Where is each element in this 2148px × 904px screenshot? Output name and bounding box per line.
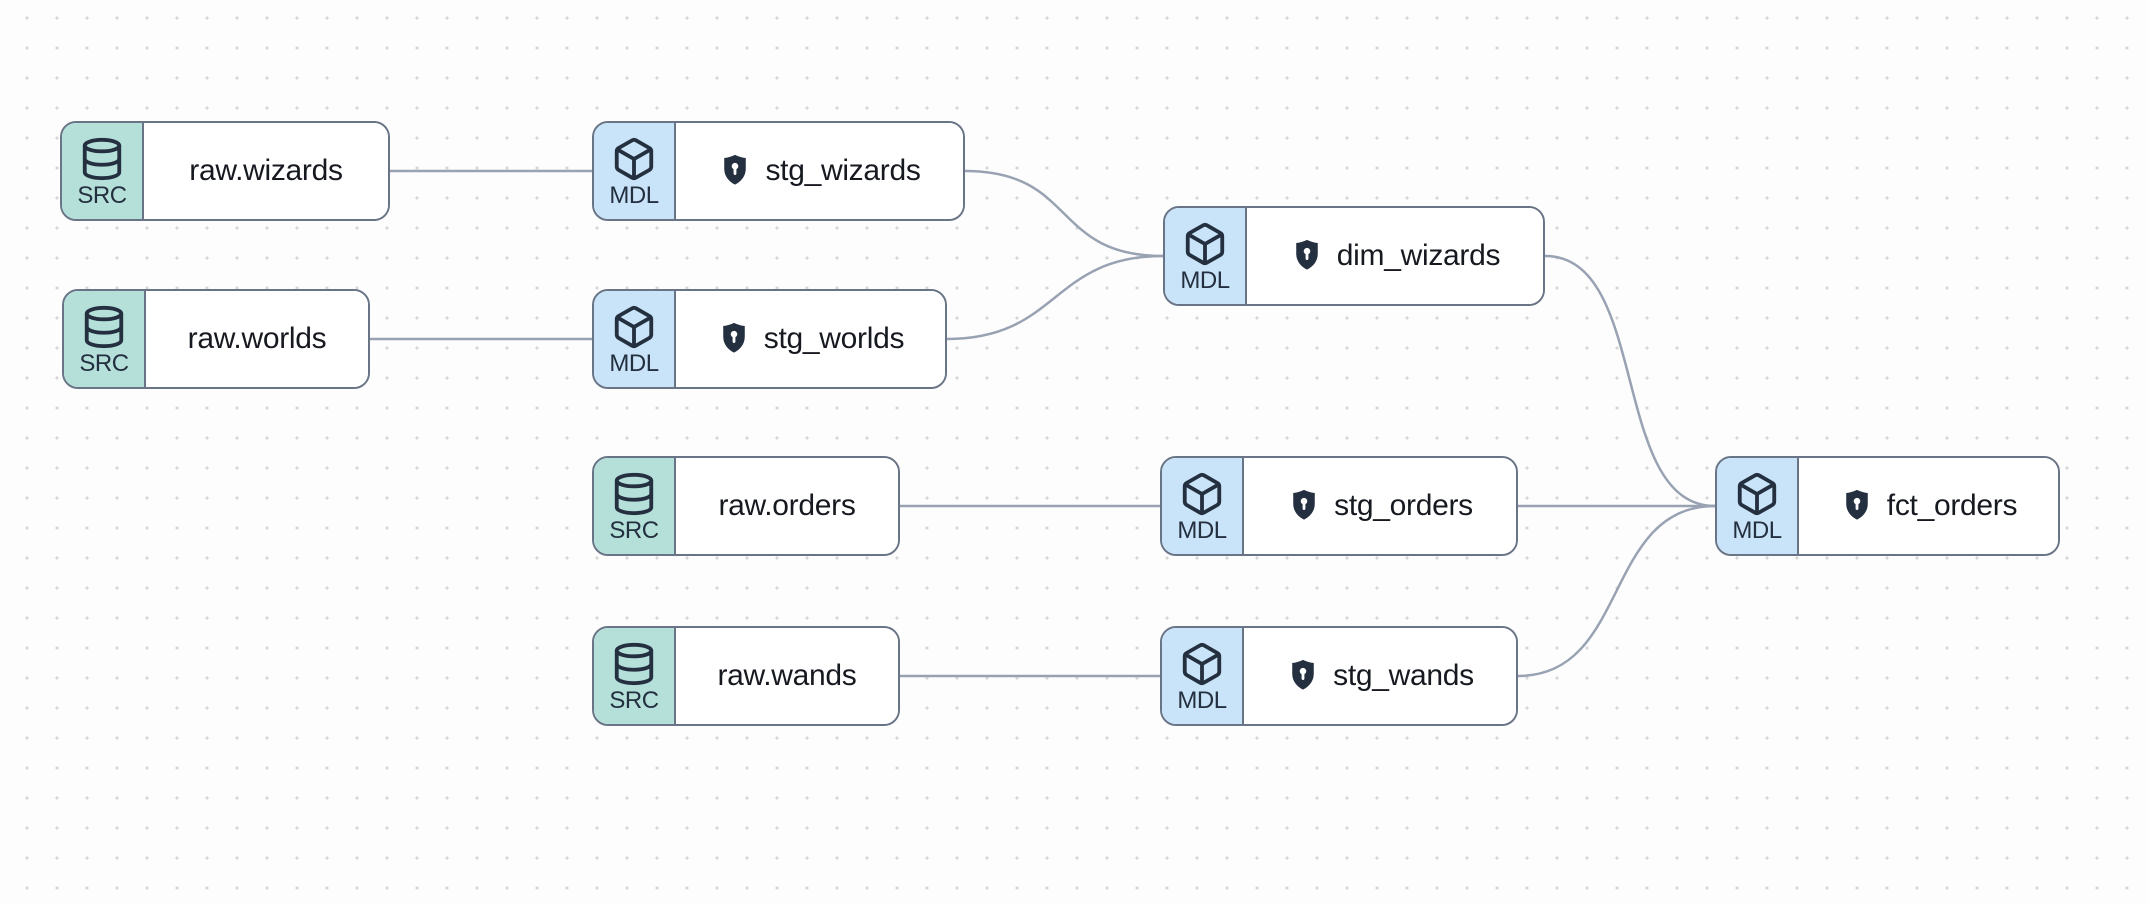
edge-stg_wands-to-fct_orders (1517, 504, 1716, 678)
box-icon (1179, 641, 1225, 687)
node-name-label: dim_wizards (1336, 239, 1501, 272)
shield-lock-icon (1290, 237, 1324, 275)
lineage-node-dim_wizards[interactable]: MDL dim_wizards (1163, 206, 1545, 306)
lineage-node-raw_wands[interactable]: SRC raw.wands (592, 626, 900, 726)
database-icon (611, 471, 657, 517)
node-name-label: fct_orders (1886, 489, 2018, 522)
lineage-node-raw_wizards[interactable]: SRC raw.wizards (60, 121, 390, 221)
node-type-label: SRC (609, 516, 659, 544)
node-content: raw.wizards (144, 123, 388, 219)
node-content: raw.orders (676, 458, 898, 554)
box-icon (1734, 471, 1780, 517)
shield-lock-icon (717, 320, 751, 358)
node-content: raw.worlds (146, 291, 368, 387)
lineage-node-fct_orders[interactable]: MDL fct_orders (1715, 456, 2060, 556)
node-type-label: SRC (79, 349, 129, 377)
database-icon (79, 136, 125, 182)
shield-lock-icon (1286, 657, 1320, 695)
node-name-label: raw.worlds (187, 322, 327, 355)
node-content: stg_orders (1244, 458, 1516, 554)
edge-stg_worlds-to-dim_wizards (946, 254, 1164, 341)
node-content: fct_orders (1799, 458, 2058, 554)
node-name-label: stg_worlds (763, 322, 905, 355)
lineage-node-stg_wands[interactable]: MDL stg_wands (1160, 626, 1518, 726)
lineage-node-raw_orders[interactable]: SRC raw.orders (592, 456, 900, 556)
node-type-badge: MDL (1717, 458, 1799, 554)
node-type-label: SRC (609, 686, 659, 714)
node-type-badge: SRC (594, 628, 676, 724)
lineage-node-stg_orders[interactable]: MDL stg_orders (1160, 456, 1518, 556)
node-type-badge: SRC (62, 123, 144, 219)
shield-lock-icon (718, 152, 752, 190)
node-type-badge: MDL (1165, 208, 1247, 304)
node-type-label: MDL (1732, 516, 1782, 544)
node-name-label: stg_wizards (765, 154, 921, 187)
shield-lock-icon (1287, 487, 1321, 525)
box-icon (1182, 221, 1228, 267)
lineage-node-stg_wizards[interactable]: MDL stg_wizards (592, 121, 965, 221)
node-content: stg_wands (1244, 628, 1516, 724)
box-icon (611, 304, 657, 350)
box-icon (1179, 471, 1225, 517)
node-type-badge: MDL (594, 123, 676, 219)
node-type-badge: MDL (1162, 458, 1244, 554)
node-name-label: stg_orders (1334, 489, 1473, 522)
node-type-label: MDL (609, 181, 659, 209)
edge-dim_wizards-to-fct_orders (1544, 254, 1716, 508)
node-type-badge: MDL (1162, 628, 1244, 724)
node-type-badge: SRC (594, 458, 676, 554)
shield-lock-icon (1840, 487, 1874, 525)
database-icon (81, 304, 127, 350)
node-name-label: raw.orders (718, 489, 856, 522)
node-type-badge: SRC (64, 291, 146, 387)
lineage-node-raw_worlds[interactable]: SRC raw.worlds (62, 289, 370, 389)
edge-stg_wizards-to-dim_wizards (964, 169, 1164, 258)
node-content: dim_wizards (1247, 208, 1543, 304)
box-icon (611, 136, 657, 182)
node-type-label: SRC (77, 181, 127, 209)
lineage-node-stg_worlds[interactable]: MDL stg_worlds (592, 289, 947, 389)
node-content: raw.wands (676, 628, 898, 724)
node-type-badge: MDL (594, 291, 676, 387)
node-name-label: stg_wands (1333, 659, 1474, 692)
node-content: stg_worlds (676, 291, 945, 387)
node-name-label: raw.wizards (189, 154, 343, 187)
node-type-label: MDL (609, 349, 659, 377)
node-content: stg_wizards (676, 123, 963, 219)
database-icon (611, 641, 657, 687)
node-type-label: MDL (1177, 516, 1227, 544)
node-name-label: raw.wands (717, 659, 857, 692)
node-type-label: MDL (1177, 686, 1227, 714)
node-type-label: MDL (1180, 266, 1230, 294)
